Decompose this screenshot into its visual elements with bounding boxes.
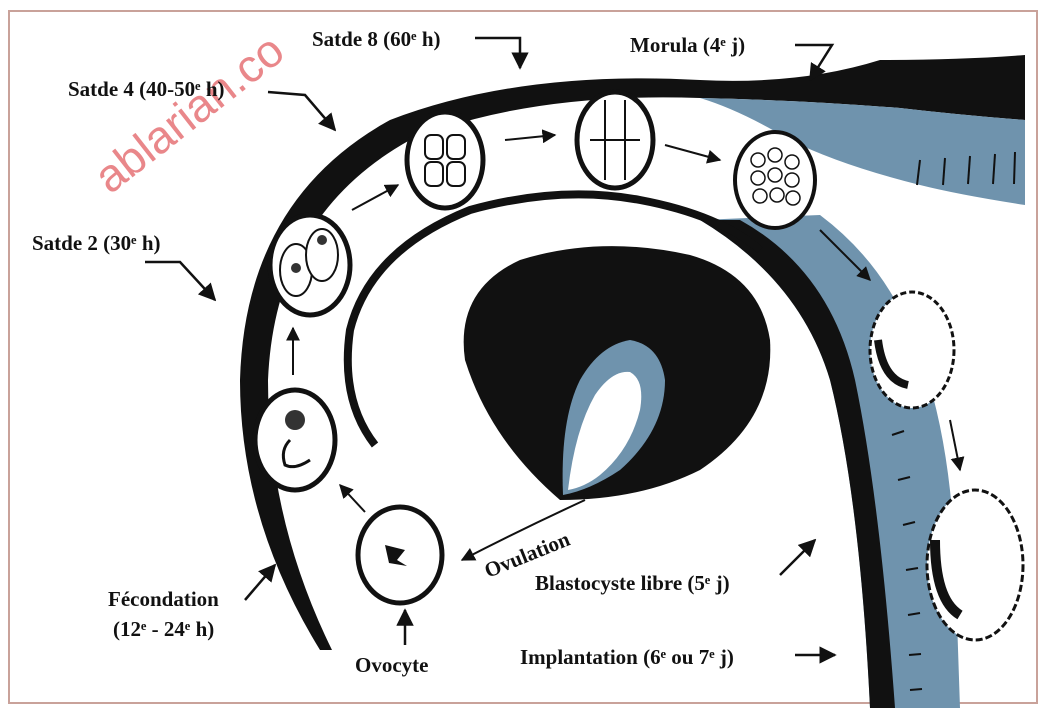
label-blastocyste: Blastocyste libre (5ᵉ j)	[535, 571, 730, 595]
label-stade8: Satde 8 (60ᵉ h)	[312, 27, 441, 51]
stade8-cell	[577, 92, 653, 188]
blastocyste-implanting-cell	[927, 490, 1023, 640]
stade4-cell	[407, 112, 483, 208]
label-fecondation-time: (12ᵉ - 24ᵉ h)	[113, 617, 214, 641]
ovocyte-cell	[358, 507, 442, 603]
label-fecondation: Fécondation	[108, 587, 219, 611]
stade2-cell	[270, 215, 350, 315]
label-stade4: Satde 4 (40-50ᵉ h)	[68, 77, 225, 101]
label-ovocyte: Ovocyte	[355, 653, 428, 677]
ovary	[464, 246, 771, 500]
blastocyste-early-cell	[870, 292, 954, 408]
label-implantation: Implantation (6ᵉ ou 7ᵉ j)	[520, 645, 734, 669]
morula-cell	[735, 132, 815, 228]
label-stade2: Satde 2 (30ᵉ h)	[32, 231, 161, 255]
label-morula: Morula (4ᵉ j)	[630, 33, 745, 57]
watermark: ablarian.co	[84, 23, 293, 203]
fecondation-cell	[255, 390, 335, 490]
